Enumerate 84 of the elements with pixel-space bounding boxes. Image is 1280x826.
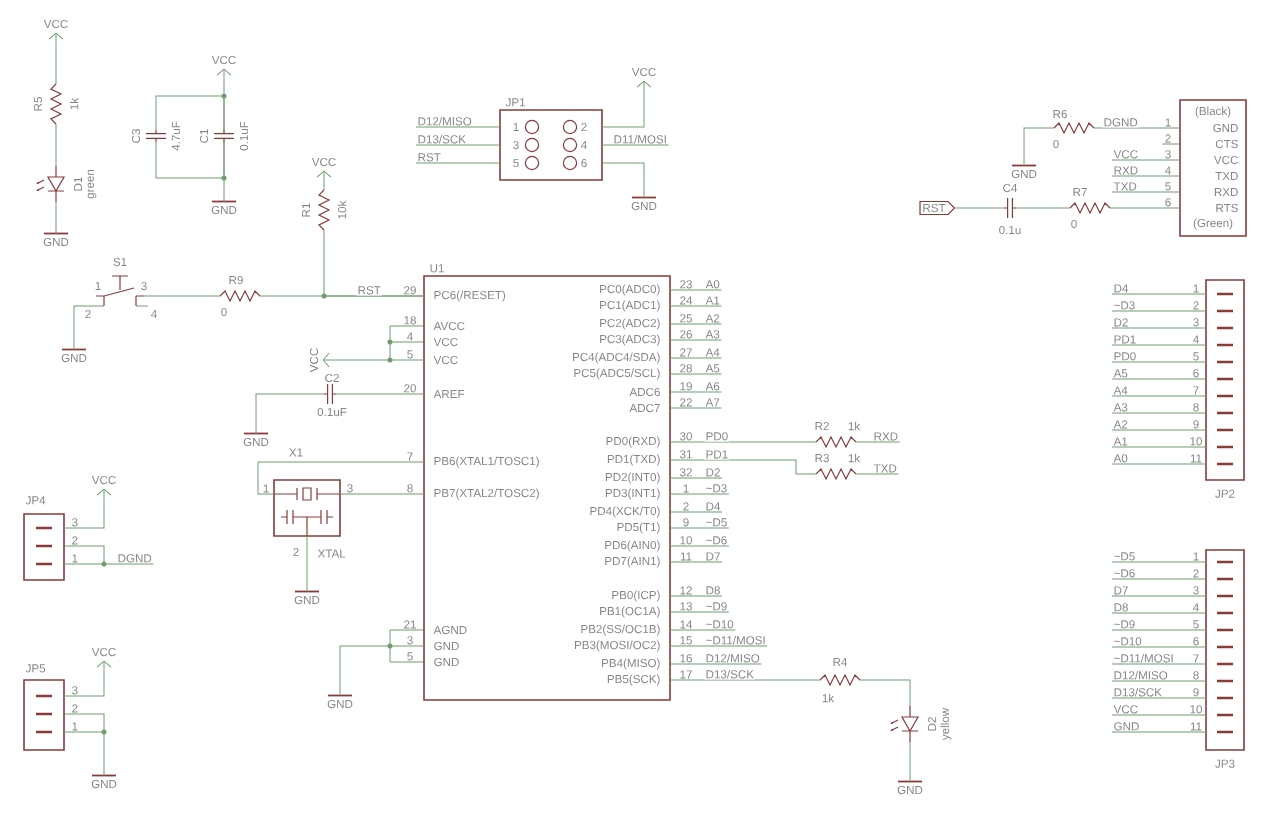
wire — [1111, 293, 1207, 295]
wire — [1111, 463, 1207, 465]
wire — [601, 80, 652, 128]
wire — [1111, 663, 1207, 665]
wire — [669, 645, 768, 647]
wire — [63, 660, 112, 697]
wire — [322, 352, 425, 368]
wire — [855, 441, 901, 443]
wire — [1111, 646, 1207, 648]
wire — [669, 339, 722, 341]
wire — [257, 461, 425, 495]
wire — [669, 441, 817, 443]
wire — [669, 611, 730, 613]
wire — [601, 162, 645, 198]
wire — [669, 561, 723, 563]
wire — [55, 123, 57, 167]
wire — [415, 162, 501, 164]
wire — [155, 141, 225, 179]
wire — [223, 141, 225, 202]
wire — [1111, 310, 1207, 312]
wire — [339, 493, 425, 495]
wire — [669, 527, 730, 529]
wire — [669, 663, 762, 665]
wire — [1111, 578, 1207, 580]
wire — [954, 207, 1005, 209]
wire — [669, 679, 821, 681]
wire — [73, 305, 105, 350]
wire — [1093, 127, 1181, 129]
wire — [909, 741, 911, 782]
wire — [1111, 714, 1207, 716]
wire — [55, 201, 57, 234]
wire — [143, 295, 221, 297]
wire — [601, 144, 669, 146]
wire — [669, 477, 723, 479]
wire — [1111, 412, 1207, 414]
wire — [216, 68, 232, 131]
wire — [63, 488, 112, 529]
wire — [1111, 731, 1207, 733]
wire — [1109, 207, 1181, 209]
wire — [63, 731, 105, 776]
wire — [255, 393, 325, 434]
wire — [669, 373, 722, 375]
wire — [63, 563, 154, 565]
wire — [669, 545, 730, 547]
wire — [1111, 361, 1207, 363]
wire — [669, 511, 723, 513]
wire — [1111, 680, 1207, 682]
wire — [1023, 127, 1055, 166]
wire — [669, 459, 817, 475]
wire — [323, 229, 425, 297]
wire — [415, 144, 501, 146]
wire — [669, 305, 722, 307]
wire — [1111, 446, 1207, 448]
wire — [1111, 378, 1207, 380]
wire — [1111, 327, 1207, 329]
wire — [1111, 159, 1181, 161]
wire — [1111, 612, 1207, 614]
wire — [669, 595, 723, 597]
wire — [1111, 697, 1207, 699]
wire — [335, 393, 425, 395]
wire — [669, 493, 730, 495]
wire — [1111, 395, 1207, 397]
wire — [855, 473, 899, 475]
wire — [669, 289, 722, 291]
wire — [306, 535, 308, 592]
wire — [669, 323, 722, 325]
wire — [48, 32, 64, 85]
wire — [1111, 629, 1207, 631]
wire — [669, 407, 722, 409]
wire — [415, 126, 501, 128]
wire — [339, 645, 425, 696]
wire — [1111, 429, 1207, 431]
wire — [1111, 175, 1181, 177]
wire — [1111, 595, 1207, 597]
wire — [155, 95, 225, 131]
wire — [669, 629, 736, 631]
wire — [1015, 207, 1071, 209]
wire — [669, 391, 722, 393]
wire — [859, 679, 911, 707]
wire — [1111, 561, 1207, 563]
wire — [316, 170, 332, 191]
wire — [669, 357, 722, 359]
wire — [1111, 344, 1207, 346]
wire — [1111, 191, 1181, 193]
